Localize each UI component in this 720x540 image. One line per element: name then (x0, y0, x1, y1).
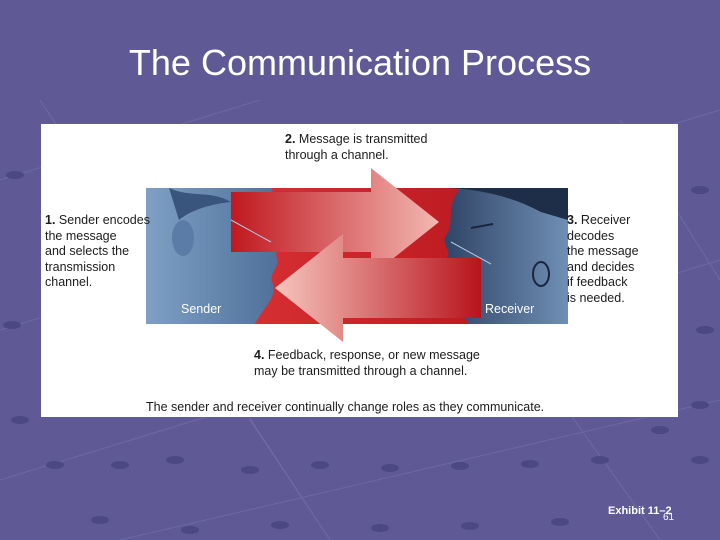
step-1-number: 1. (45, 213, 56, 227)
receiver-label: Receiver (485, 302, 535, 316)
step-4-number: 4. (254, 348, 265, 362)
step-3-label: 3. Receiver decodes the message and deci… (567, 213, 678, 306)
diagram-caption: The sender and receiver continually chan… (146, 400, 545, 414)
sender-label: Sender (181, 302, 222, 316)
step-2-label: 2. Message is transmitted through a chan… (285, 132, 427, 163)
step-1-label: 1. Sender encodes the message and select… (45, 213, 150, 291)
exhibit-label: Exhibit 11–2 (608, 505, 672, 517)
diagram-artwork (146, 168, 568, 342)
step-4-text: Feedback, response, or new message may b… (254, 348, 480, 378)
step-2-number: 2. (285, 132, 296, 146)
message-arrow (231, 168, 439, 276)
step-1-text: Sender encodes the message and selects t… (45, 213, 150, 289)
step-3-number: 3. (567, 213, 578, 227)
communication-diagram: 2. Message is transmitted through a chan… (41, 124, 678, 417)
step-3-text: Receiver decodes the message and decides… (567, 213, 639, 305)
slide-title: The Communication Process (128, 42, 592, 83)
slide-number: 61 (663, 512, 675, 523)
step-2-text: Message is transmitted through a channel… (285, 132, 428, 162)
step-4-label: 4. Feedback, response, or new message ma… (254, 348, 480, 379)
feedback-arrow (275, 234, 481, 342)
